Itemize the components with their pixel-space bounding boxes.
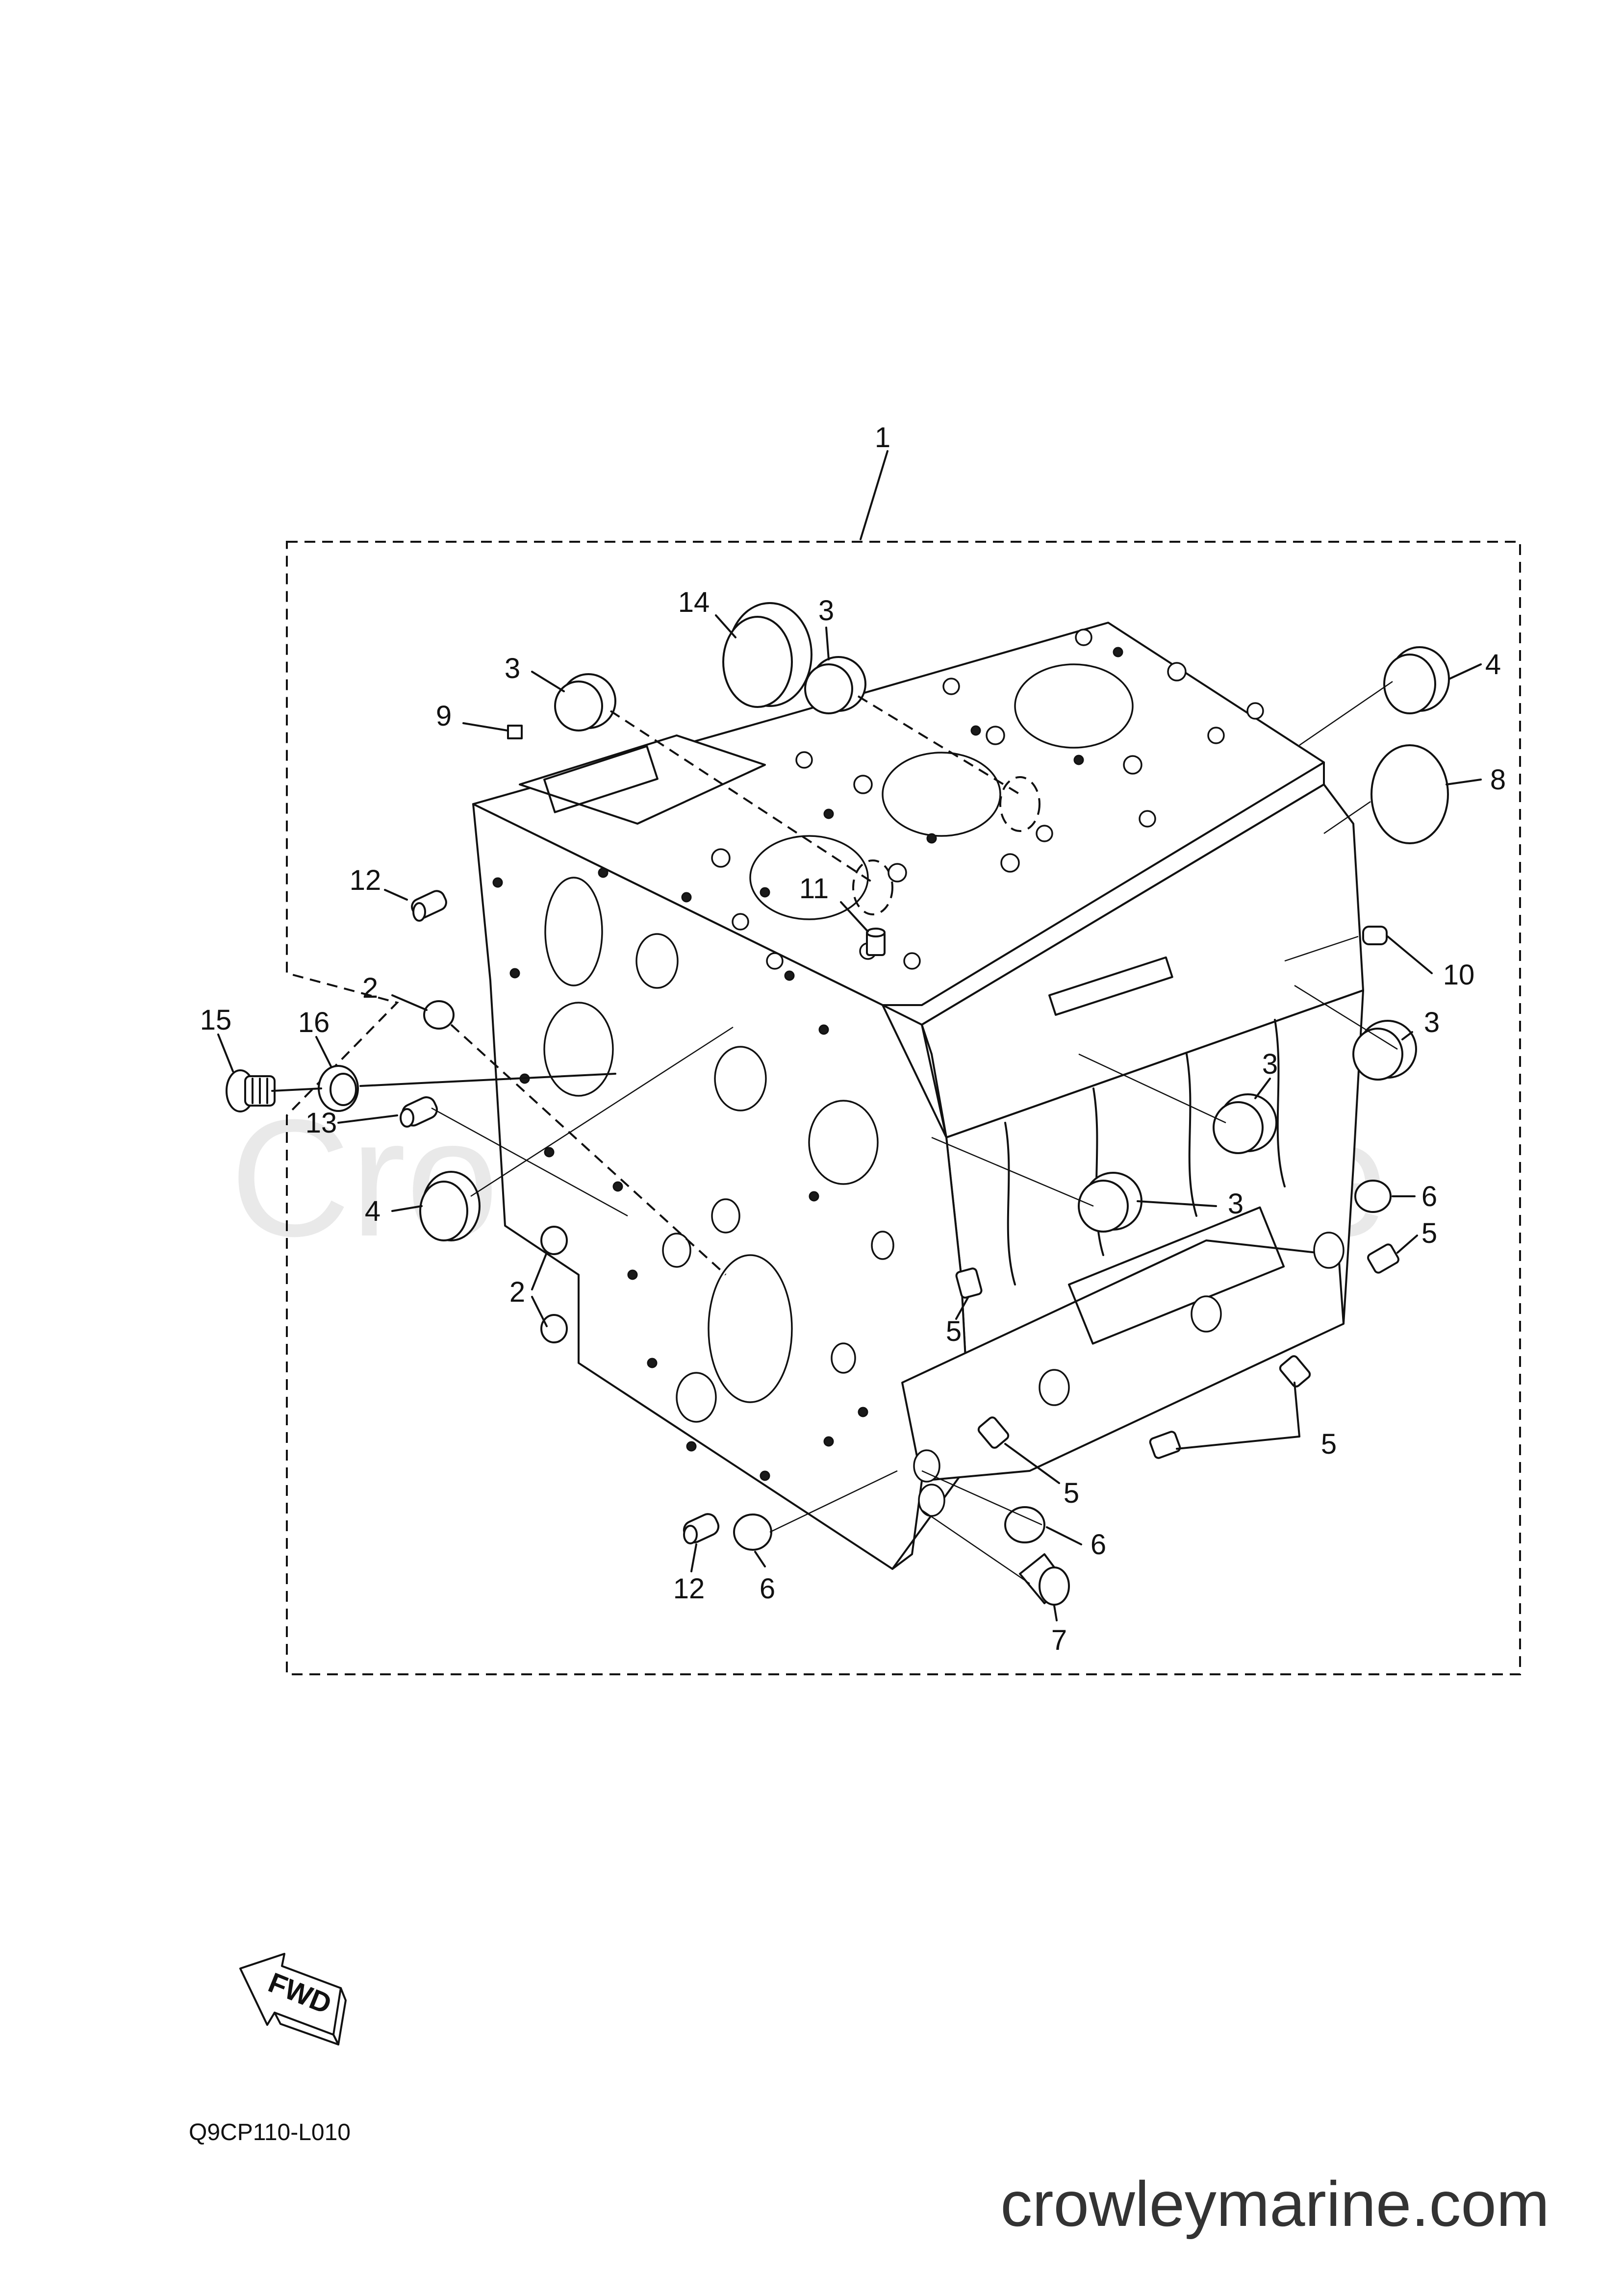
part-9-dowel [507,725,523,739]
leader-lines [217,450,1482,1621]
part-8-o-ring [1370,744,1449,844]
callout-15: 15 [200,1004,232,1036]
callout-7: 7 [1051,1624,1067,1656]
part-5-threaded-plugs [955,1243,1399,1459]
callout-13: 13 [305,1107,337,1139]
part-3-cap-left [554,673,616,732]
callout-1: 1 [875,422,890,454]
part-3-cap-top [804,656,866,714]
part-15-drain-plug [226,1069,276,1112]
front-face-bolt-holes [492,867,868,1481]
part-4-plug-left [419,1171,481,1241]
part-16-washer [318,1065,359,1112]
callout-6-bottom: 6 [760,1573,775,1605]
part-4-plug-top-right [1383,646,1450,714]
deck-bolt-holes [711,629,1264,970]
callout-3-top: 3 [818,595,834,627]
part-2-dowels-lower [540,1226,568,1343]
callout-5-bottom: 5 [1064,1477,1079,1509]
callout-11: 11 [799,873,829,905]
part-12-sleeve-upper [411,890,447,922]
callout-2-lower: 2 [509,1276,525,1308]
cylinder-block [472,622,1364,1570]
callout-9: 9 [436,700,452,732]
callout-6-middle: 6 [1091,1529,1106,1561]
part-11-dowel [866,928,886,956]
callout-labels: 1 14 3 3 9 4 8 12 11 10 2 15 16 3 3 13 6… [200,422,1506,1656]
callout-5-bottom-right: 5 [1321,1428,1337,1460]
callout-8: 8 [1490,764,1506,796]
callout-2-upper: 2 [362,972,378,1004]
callout-5-left: 5 [946,1315,962,1347]
callout-12-lower: 12 [673,1573,705,1605]
callout-16: 16 [298,1007,330,1038]
callout-12-upper: 12 [350,864,381,896]
callout-4-left: 4 [365,1195,381,1227]
part-7-plug [1019,1553,1070,1606]
callout-5-right: 5 [1421,1217,1437,1249]
part-14-core-plug [722,602,812,708]
part-12-sleeve-lower [683,1513,720,1544]
part-13-sleeve [400,1096,438,1128]
part-6-plugs [733,1180,1392,1551]
part-10-pin [1362,926,1388,945]
callout-6-right: 6 [1421,1181,1437,1212]
callout-10: 10 [1443,959,1475,991]
assembly-boundary [286,541,1521,1675]
website-footer: crowleymarine.com [1000,2168,1549,2240]
callout-4-top: 4 [1485,649,1501,681]
callout-3-mid: 3 [1262,1048,1278,1080]
fwd-arrow-icon: FWD [239,1953,347,2045]
callout-3-left: 3 [505,653,520,684]
part-2-dowel-upper [423,1000,455,1030]
callout-3-lower: 3 [1228,1188,1243,1220]
callout-14: 14 [678,586,710,618]
reference-code: Q9CP110-L010 [189,2119,351,2145]
callout-3-right: 3 [1424,1007,1440,1038]
